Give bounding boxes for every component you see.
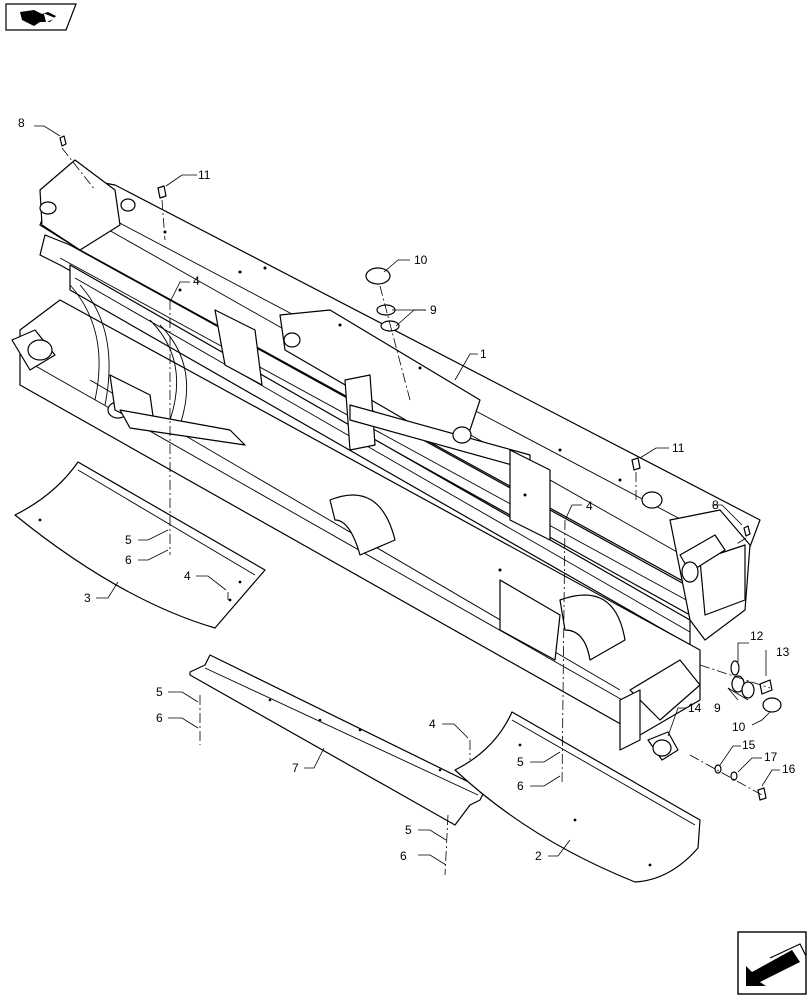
callout-label: 16 [782,762,796,776]
callout-label: 8 [18,116,25,130]
book-arrow-icon[interactable] [5,3,77,31]
callout-label: 12 [750,629,764,643]
callout-label: 10 [732,720,746,734]
callout-label: 4 [429,717,436,731]
shield-7 [189,654,486,826]
callout-label: 4 [184,569,191,583]
callout-label: 6 [400,849,407,863]
callout-label: 4 [586,499,593,513]
main-frame-assembly [11,159,761,751]
callout-label: 4 [193,274,200,288]
next-page-arrow-icon[interactable] [737,931,807,995]
callout-label: 6 [517,779,524,793]
shield-3 [14,461,266,629]
callout-label: 2 [535,849,542,863]
callout-label: 14 [688,701,702,715]
callout-label: 13 [776,645,790,659]
callout-label: 5 [125,533,132,547]
callout-label: 15 [742,738,756,752]
callout-label: 11 [198,168,211,182]
callout-label: 1 [480,347,487,361]
leader-lines [34,125,780,866]
callout-label: 3 [84,591,91,605]
callout-label: 10 [414,253,428,267]
callout-label: 9 [714,701,721,715]
callout-label: 6 [125,553,132,567]
callout-label: 5 [405,823,412,837]
callout-label: 8 [712,498,719,512]
callout-label: 5 [517,755,524,769]
callout-label: 7 [292,761,299,775]
callout-label: 9 [430,303,437,317]
callout-label: 6 [156,711,163,725]
callout-label: 17 [764,750,778,764]
shield-2 [454,711,701,883]
callout-label: 5 [156,685,163,699]
callout-labels: 8 11 10 9 1 4 11 8 4 5 6 4 3 12 13 9 10 … [18,116,796,863]
callout-label: 11 [672,441,685,455]
